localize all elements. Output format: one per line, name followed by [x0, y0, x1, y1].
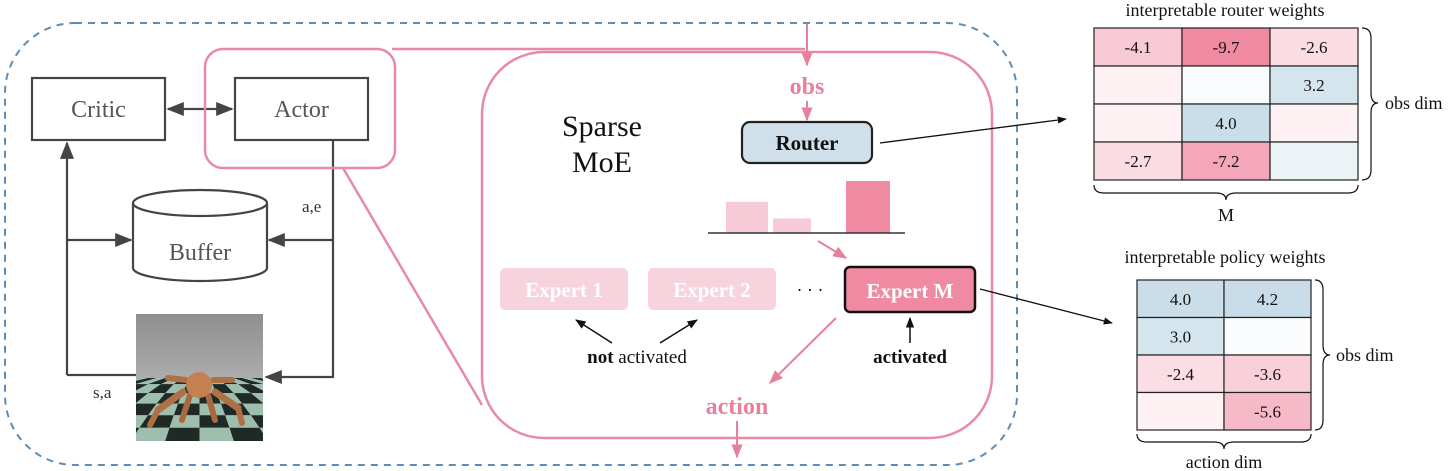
router-weight-cell [1093, 141, 1183, 181]
policy-weight-cell-value: 3.0 [1170, 327, 1191, 346]
zoom-line-bottom [341, 167, 484, 406]
router-weight-cell [1181, 65, 1271, 105]
router-row-brace [1361, 27, 1379, 181]
policy-weight-cell [1136, 391, 1225, 431]
moe-title-line2: MoE [572, 146, 632, 179]
gate-bar-3 [846, 181, 890, 233]
policy-row-brace-label: obs dim [1336, 345, 1394, 365]
moe-block: Sparse MoE obs Router Expert 1 Expert 2 … [500, 24, 977, 459]
router-weight-cell [1093, 103, 1183, 143]
critic-label: Critic [71, 97, 126, 123]
router-weight-cell [1269, 141, 1359, 181]
policy-weight-cell-value: 4.0 [1170, 290, 1191, 309]
policy-row-brace [1314, 279, 1331, 431]
action-label: action [706, 394, 769, 420]
sa-label: s,a [93, 383, 112, 402]
policy-weight-cell [1136, 354, 1225, 394]
obs-label: obs [790, 74, 825, 100]
router-weight-cell-value: -2.7 [1125, 152, 1152, 171]
moe-frame [480, 50, 994, 440]
policy-weight-cell [1223, 316, 1312, 356]
router-weights-grid: -4.1 -9.7 -2.6 3.2 4.0 -2.7 -7.2 [1093, 27, 1359, 181]
policy-weight-cell-value: -3.6 [1254, 365, 1281, 384]
router-label: Router [776, 131, 839, 155]
environment-image [136, 314, 263, 441]
router-weight-cell-value: -9.7 [1213, 38, 1240, 57]
policy-col-brace [1136, 433, 1312, 450]
not-activated-label: not activated [587, 347, 687, 368]
router-weight-cell [1269, 65, 1359, 105]
policy-weight-cell [1136, 279, 1225, 319]
buffer-label: Buffer [169, 240, 231, 266]
router-col-brace-label: M [1218, 205, 1234, 225]
router-weights-title: interpretable router weights [1126, 0, 1325, 20]
gate-bars [726, 181, 890, 233]
policy-weight-cell-value: -2.4 [1167, 365, 1194, 384]
actor-label: Actor [274, 97, 329, 123]
rl-loop: Critic Actor Buffer a,e s,a [30, 76, 370, 441]
router-row-brace-label: obs dim [1385, 93, 1443, 113]
router-weight-cell [1181, 27, 1271, 67]
policy-col-brace-label: action dim [1186, 452, 1262, 471]
outer-dashed-boundary [4, 22, 1018, 466]
gate-bar-2 [773, 218, 811, 233]
policy-weight-cell-value: 4.2 [1257, 290, 1278, 309]
moe-title-line1: Sparse [562, 110, 642, 143]
gate-bar-1 [726, 201, 768, 233]
not-activated-arrow-2 [659, 319, 698, 344]
expert-ellipsis: · · · [797, 280, 824, 300]
router-weight-cell-value: -7.2 [1213, 152, 1240, 171]
critic-box [30, 76, 167, 142]
not-activated-arrow-1 [575, 319, 613, 344]
gate-to-expert-arrow [817, 240, 848, 259]
router-weight-cell [1093, 65, 1183, 105]
policy-weights-title: interpretable policy weights [1125, 247, 1326, 267]
router-weight-cell [1269, 103, 1359, 143]
actor-highlight [203, 47, 397, 170]
router-box [740, 120, 874, 165]
router-col-brace [1093, 184, 1359, 201]
router-weight-cell [1181, 141, 1271, 181]
router-weight-cell-value: -4.1 [1125, 38, 1152, 57]
expert-1-box [500, 268, 628, 310]
expert-2-box [648, 268, 776, 310]
policy-weight-cell [1223, 391, 1312, 431]
ant-robot-icon [147, 372, 245, 428]
router-weight-cell-value: 4.0 [1215, 114, 1236, 133]
expert-m-box [843, 265, 977, 314]
activated-label: activated [873, 347, 947, 368]
expert-to-policy-arrow [979, 288, 1113, 325]
policy-weight-cell [1223, 354, 1312, 394]
router-weight-cell-value: -2.6 [1301, 38, 1328, 57]
policy-weight-cell [1223, 279, 1312, 319]
router-to-weights-arrow [879, 116, 1067, 144]
router-weight-cell-value: 3.2 [1303, 76, 1324, 95]
expert-2-label: Expert 2 [673, 278, 751, 302]
actor-box [233, 76, 370, 142]
ae-label: a,e [302, 197, 321, 216]
expert-m-label: Expert M [867, 279, 954, 303]
policy-weight-cell-value: -5.6 [1254, 402, 1281, 421]
policy-weights-grid: 4.0 4.2 3.0 -2.4 -3.6 -5.6 [1136, 279, 1312, 431]
expert-to-action-arrow [769, 317, 837, 384]
expert-1-label: Expert 1 [525, 278, 603, 302]
router-weight-cell [1269, 27, 1359, 67]
buffer-cylinder [131, 188, 269, 283]
